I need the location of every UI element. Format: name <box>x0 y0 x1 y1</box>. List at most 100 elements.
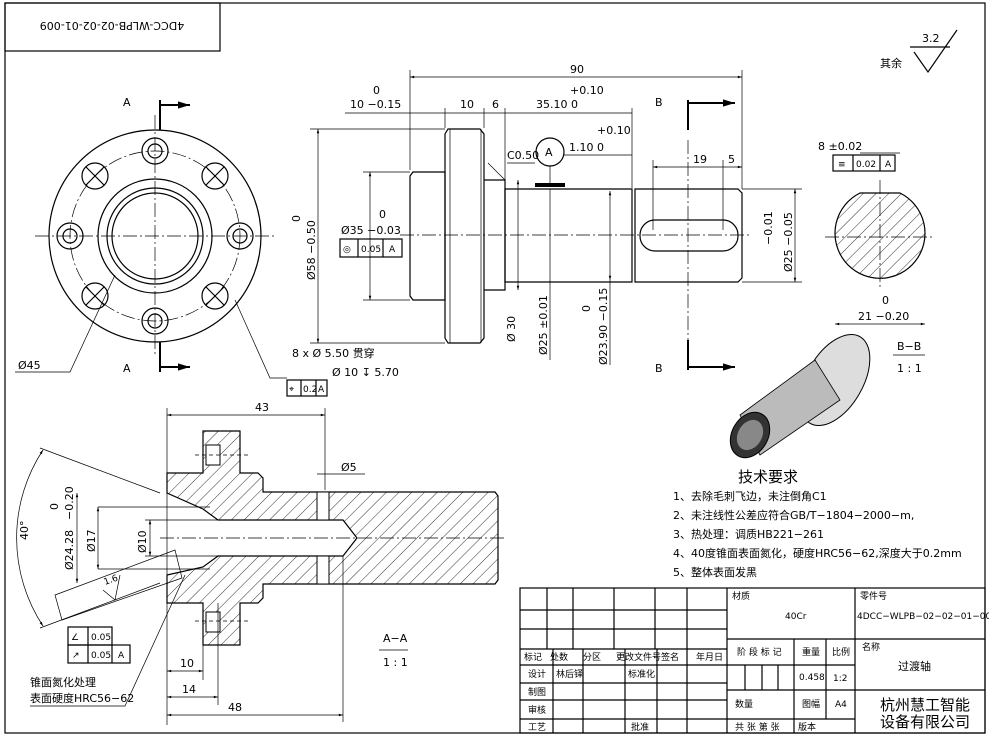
weight-value: 0.458 <box>799 673 825 683</box>
concentricity-icon: ◎ <box>343 245 351 255</box>
company-line-1: 杭州慧工智能 <box>880 696 970 714</box>
sheets-label: 共 张 第 张 <box>735 721 780 733</box>
rev-header: 处数 <box>550 651 568 663</box>
angle-40: 40° <box>18 521 31 541</box>
material-value: 40Cr <box>785 612 807 622</box>
chamfer: C0.50 <box>507 149 539 162</box>
tech-requirement-item: 5、整体表面发黑 <box>673 565 757 579</box>
tech-requirement-item: 3、热处理：调质HB221−261 <box>673 528 824 541</box>
symmetry-value: 0.02 <box>856 160 876 170</box>
tech-requirement-item: 2、未注线性公差应符合GB/T−1804−2000−m, <box>673 508 914 522</box>
runout-value: 0.05 <box>91 651 111 661</box>
dim-43: 43 <box>255 401 269 414</box>
section-aa-scale: 1 : 1 <box>383 656 408 669</box>
rev-header: 年月日 <box>696 651 723 663</box>
angularity-runout-frame: ∠ 0.05 ↗ 0.05 A <box>67 626 131 664</box>
part-no-label: 零件号 <box>860 590 887 602</box>
stage-label: 阶 段 标 记 <box>737 646 782 658</box>
part-no-value: 4DCC−WLPB−02−02−01−009 <box>857 612 989 622</box>
section-a-label-top: A <box>123 96 131 109</box>
dia2428-lower: −0.20 <box>63 486 76 520</box>
dim-key-5: 5 <box>728 153 735 166</box>
dim-48: 48 <box>228 701 242 714</box>
rev-header: 签名 <box>661 651 679 663</box>
stamp-text: 4DCC-WLPB-02-02-01-009 <box>40 19 184 32</box>
scale-label: 比例 <box>832 646 850 658</box>
section-bb-scale: 1 : 1 <box>897 362 922 375</box>
drawing-number-stamp: 4DCC-WLPB-02-02-01-009 <box>4 2 221 52</box>
dim-dia2390: Ø23.90 −0.15 <box>597 288 610 365</box>
dia-45-label: Ø45 <box>18 359 41 372</box>
sheet-size-label: 图幅 <box>802 698 820 710</box>
position-datum: A <box>318 385 325 395</box>
datum-label: A <box>545 146 553 159</box>
standardization-label: 标准化 <box>628 668 655 680</box>
tech-requirement-item: 4、40度锥面表面氮化，硬度HRC56−62,深度大于0.2mm <box>673 546 962 560</box>
dim-dia5: Ø5 <box>341 461 357 474</box>
tech-requirement-item: 1、去除毛刺飞边，未注倒角C1 <box>673 489 827 503</box>
dim-shoulder: 6 <box>492 98 499 111</box>
rev-header: 更改文件号 <box>616 651 661 663</box>
roughness-symbol-icon <box>910 29 958 74</box>
dim-groove: 1.10 0 <box>569 141 604 154</box>
dim-hub-upper: 0 <box>373 84 380 97</box>
symmetry-datum: A <box>885 160 892 170</box>
dim-dia25: Ø25 ±0.01 <box>537 295 550 355</box>
dim-dia25-end-upper: −0.01 <box>762 211 775 245</box>
concentricity-value: 0.05 <box>361 245 381 255</box>
dim-total: 90 <box>570 63 584 76</box>
section-aa: 43 Ø5 40° Ø24.28 0 −0.20 Ø17 Ø10 1.6 ∠ 0… <box>16 401 505 725</box>
angularity-icon: ∠ <box>71 633 79 643</box>
designer-name: 林后铎 <box>556 668 583 680</box>
design-label: 设计 <box>528 668 546 680</box>
depth-upper: 0 <box>882 294 889 307</box>
key-width: 8 ±0.02 <box>818 140 862 153</box>
dim-flange: 10 <box>460 98 474 111</box>
dim-shaft-upper: +0.10 <box>570 84 604 97</box>
dim-key-19: 19 <box>693 153 707 166</box>
holes-note: 8 x Ø 5.50 贯穿 <box>292 346 375 360</box>
front-view: A A Ø45 8 x Ø 5.50 贯穿 Ø 10 ↧ 5.70 ⌖ 0.2 … <box>15 96 399 397</box>
counterbore-note: Ø 10 ↧ 5.70 <box>332 366 399 379</box>
dim-10: 10 <box>180 657 194 670</box>
section-bb-title: B−B <box>897 340 921 353</box>
section-b-label-bottom: B <box>655 362 663 375</box>
dim-dia25-end: Ø25 −0.05 <box>782 212 795 272</box>
part-name: 过渡轴 <box>898 659 931 673</box>
dia10: Ø10 <box>136 530 149 553</box>
dim-dia58: Ø58 −0.50 <box>305 220 318 280</box>
rev-header: 分区 <box>583 652 601 663</box>
process-label: 工艺 <box>528 722 546 733</box>
surface-roughness-1-6: 1.6 <box>103 573 120 587</box>
nitriding-note-2: 表面硬度HRC56−62 <box>30 691 134 705</box>
dim-dia58-upper: 0 <box>290 215 303 222</box>
dia2428-upper: 0 <box>48 503 61 510</box>
position-icon: ⌖ <box>289 385 294 395</box>
tech-requirements: 技术要求 1、去除毛刺飞边，未注倒角C1 2、未注线性公差应符合GB/T−180… <box>673 468 962 579</box>
dim-groove-upper: +0.10 <box>597 124 631 137</box>
concentricity-datum: A <box>389 245 396 255</box>
dim-hub: 10 −0.15 <box>350 98 401 111</box>
drawing-border <box>4 2 986 734</box>
drawing-label: 制图 <box>528 686 546 698</box>
company-line-2: 设备有限公司 <box>880 713 970 731</box>
symmetry-icon: ≡ <box>838 160 846 170</box>
section-b-label-top: B <box>655 96 663 109</box>
approve-label: 批准 <box>631 721 649 733</box>
material-label: 材质 <box>732 590 750 602</box>
tech-requirements-title: 技术要求 <box>738 468 798 486</box>
runout-datum: A <box>118 651 125 661</box>
title-block: 标记 处数 分区 更改文件号 签名 年月日 设计 林后铎 标准化 制图 审核 工… <box>519 587 989 734</box>
bolt-holes <box>56 137 254 335</box>
dim-shaft: 35.10 0 <box>536 98 578 111</box>
main-view: 90 0 10 −0.15 10 6 +0.10 35.10 0 +0.10 1… <box>290 63 802 375</box>
general-roughness: 其余 3.2 <box>880 29 958 74</box>
sheet-size-value: A4 <box>835 700 847 710</box>
dim-dia30: Ø 30 <box>505 316 518 342</box>
scale-value: 1:2 <box>833 674 847 684</box>
position-value: 0.2 <box>303 385 317 395</box>
dim-dia35: Ø35 −0.03 <box>341 224 401 237</box>
runout-icon: ↗ <box>72 651 80 661</box>
concentricity-frame: ◎ 0.05 A <box>339 238 403 258</box>
